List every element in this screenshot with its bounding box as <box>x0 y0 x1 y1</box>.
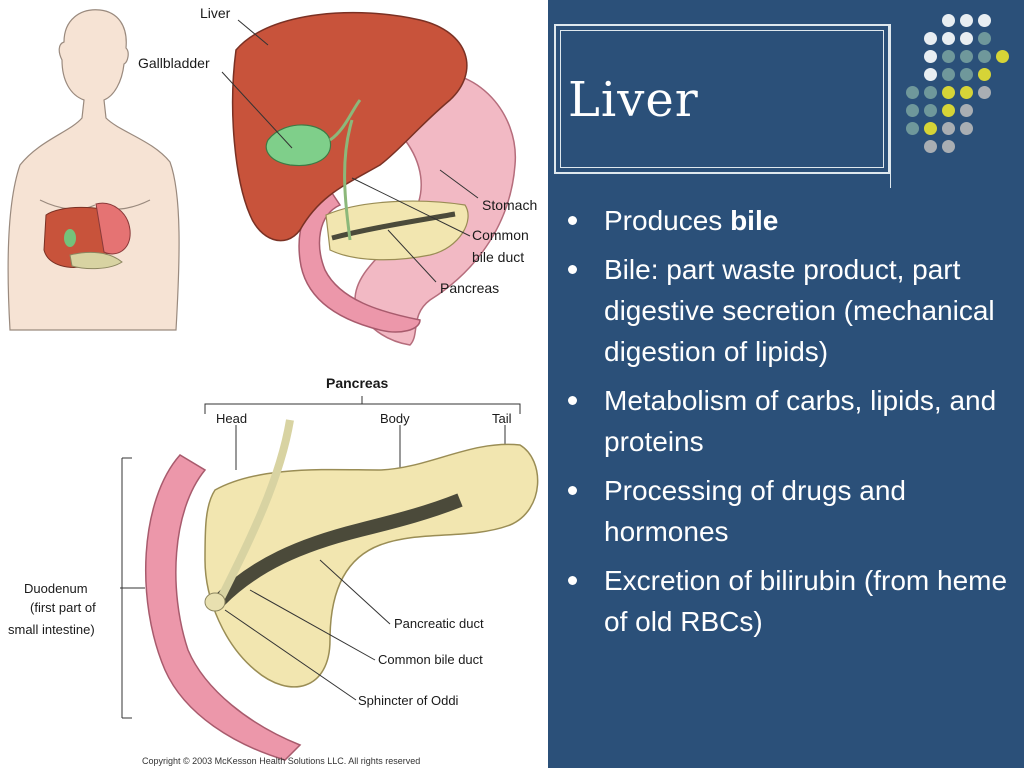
bullet-item: Metabolism of carbs, lipids, and protein… <box>568 380 1008 462</box>
bullet-icon <box>568 576 577 585</box>
bullet-icon <box>568 396 577 405</box>
bullet-icon <box>568 216 577 225</box>
decorative-dot <box>960 14 973 27</box>
label-sphincter: Sphincter of Oddi <box>358 693 459 708</box>
leader-lines-top <box>221 19 479 283</box>
title-divider <box>890 24 891 188</box>
decorative-dot <box>960 68 973 81</box>
label-tail: Tail <box>492 411 512 426</box>
decorative-dot <box>924 104 937 117</box>
decorative-dot <box>978 50 991 63</box>
decorative-dot <box>942 104 955 117</box>
bullet-item: Excretion of bilirubin (from heme of old… <box>568 560 1008 642</box>
decorative-dot <box>996 50 1009 63</box>
bullet-item: Processing of drugs and hormones <box>568 470 1008 552</box>
label-duodenum: Duodenum <box>24 581 88 596</box>
decorative-dot <box>942 32 955 45</box>
gallbladder-shape <box>265 124 332 167</box>
decorative-dot <box>906 104 919 117</box>
decorative-dot <box>978 68 991 81</box>
decorative-dot <box>924 32 937 45</box>
decorative-dot <box>960 50 973 63</box>
bullet-icon <box>568 265 577 274</box>
decorative-dot <box>924 122 937 135</box>
decorative-dot <box>978 14 991 27</box>
decorative-dot <box>906 86 919 99</box>
decorative-dot <box>942 50 955 63</box>
label-duodenum-sub1: (first part of <box>30 600 96 615</box>
decorative-dot <box>924 50 937 63</box>
label-pancreatic-duct: Pancreatic duct <box>394 616 484 631</box>
anatomy-figure: Liver Gallbladder Stomach Common bile du… <box>0 0 548 768</box>
decorative-dot <box>960 104 973 117</box>
decorative-dot <box>942 140 955 153</box>
bullet-text: Excretion of bilirubin (from heme of old… <box>604 565 1008 637</box>
decorative-dot <box>960 32 973 45</box>
decorative-dot <box>906 122 919 135</box>
bullet-text: Processing of drugs and hormones <box>604 475 906 547</box>
duodenum-upper <box>298 189 421 333</box>
bullet-bold-text: bile <box>730 205 779 236</box>
decorative-dot <box>942 14 955 27</box>
title-inner-frame <box>560 30 884 168</box>
decorative-dot <box>924 86 937 99</box>
decorative-dot <box>942 68 955 81</box>
decorative-dot <box>924 68 937 81</box>
decorative-dot <box>942 86 955 99</box>
label-pancreas-title: Pancreas <box>326 375 388 391</box>
title-frame: Liver <box>554 24 890 174</box>
decorative-dot <box>960 86 973 99</box>
duodenum-loop <box>144 454 302 761</box>
bullet-text: Metabolism of carbs, lipids, and protein… <box>604 385 997 457</box>
anatomy-illustration: Liver Gallbladder Stomach Common bile du… <box>7 5 539 766</box>
slide-title: Liver <box>568 72 699 128</box>
bullet-item: Bile: part waste product, part digestive… <box>568 249 1008 372</box>
label-common-bile-duct: Common bile duct <box>378 652 483 667</box>
leader-lines-bottom <box>120 457 391 719</box>
bullet-icon <box>568 486 577 495</box>
label-body: Body <box>380 411 410 426</box>
mini-organs <box>43 202 131 270</box>
decorative-dot <box>978 32 991 45</box>
copyright-text: Copyright © 2003 McKesson Health Solutio… <box>142 756 420 766</box>
bullet-item: Produces bile <box>568 200 1008 241</box>
decorative-dot <box>978 86 991 99</box>
label-stomach: Stomach <box>482 197 537 213</box>
label-liver: Liver <box>200 5 231 21</box>
decorative-dot <box>960 122 973 135</box>
label-common-line1: Common <box>472 227 529 243</box>
pancreatic-duct <box>215 493 463 605</box>
decorative-dot <box>942 122 955 135</box>
decorative-dot <box>924 140 937 153</box>
bullet-text: Bile: part waste product, part digestive… <box>604 254 995 367</box>
label-head: Head <box>216 411 247 426</box>
decorative-dot-grid <box>906 14 1016 164</box>
bullet-text: Produces <box>604 205 731 236</box>
label-pancreas: Pancreas <box>440 280 499 296</box>
label-common-line2: bile duct <box>472 249 524 265</box>
label-duodenum-sub2: small intestine) <box>8 622 95 637</box>
bullet-list: Produces bile Bile: part waste product, … <box>568 200 1008 650</box>
label-gallbladder: Gallbladder <box>138 55 210 71</box>
